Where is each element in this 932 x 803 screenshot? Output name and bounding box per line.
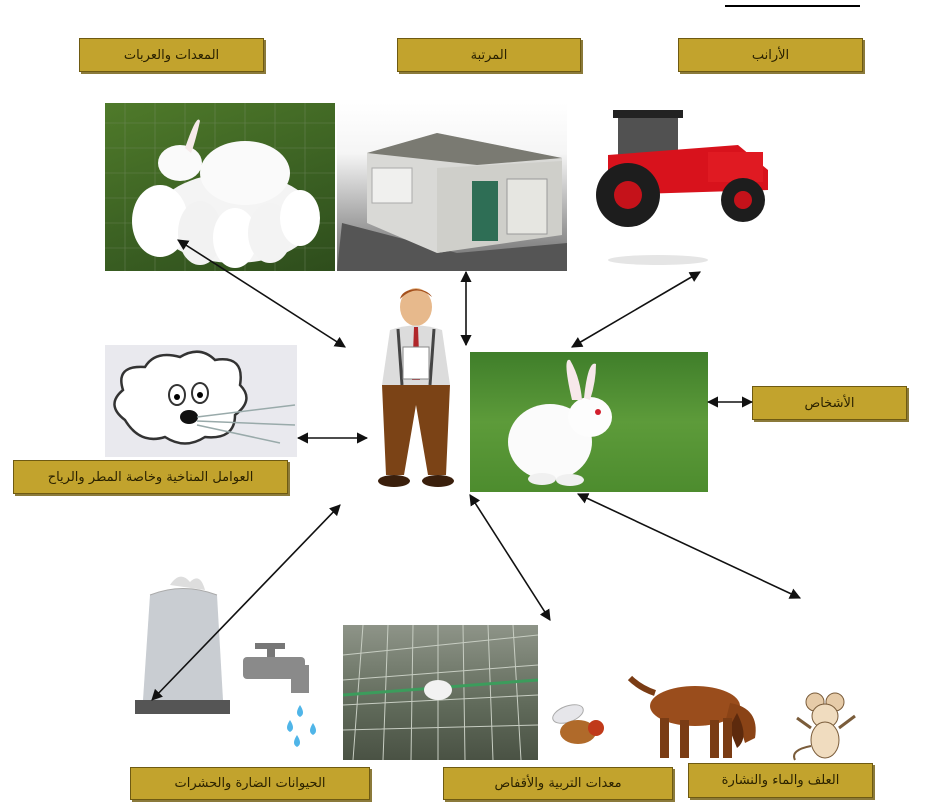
label-cages: معدات التربية والأقفاص bbox=[443, 767, 673, 800]
arrow-cages bbox=[469, 494, 551, 621]
mouse-icon bbox=[785, 688, 863, 763]
rabbit-photo bbox=[470, 352, 708, 492]
label-pests: الحيوانات الضارة والحشرات bbox=[130, 767, 370, 800]
label-equipment-vehicles: المعدات والعربات bbox=[79, 38, 264, 72]
man-icon bbox=[358, 285, 473, 495]
label-breeding-house: المرتبة bbox=[397, 38, 581, 72]
label-rabbits: الأرانب bbox=[678, 38, 863, 72]
arrow-tractor bbox=[571, 271, 701, 348]
fly-icon bbox=[548, 700, 610, 755]
tractor-photo bbox=[578, 100, 778, 270]
dog-icon bbox=[625, 668, 775, 768]
arrow-pests bbox=[151, 504, 341, 701]
label-feed-water: العلف والماء والنشارة bbox=[688, 763, 873, 798]
label-climate: العوامل المناخية وخاصة المطر والرياح bbox=[13, 460, 288, 494]
wind-cloud-icon bbox=[105, 345, 297, 457]
arrow-rabbits-group bbox=[177, 239, 346, 348]
top-rule bbox=[725, 5, 860, 7]
arrow-feed-water bbox=[576, 493, 802, 599]
barn-photo bbox=[337, 103, 567, 271]
label-persons: الأشخاص bbox=[752, 386, 907, 420]
cages-photo bbox=[343, 625, 538, 760]
